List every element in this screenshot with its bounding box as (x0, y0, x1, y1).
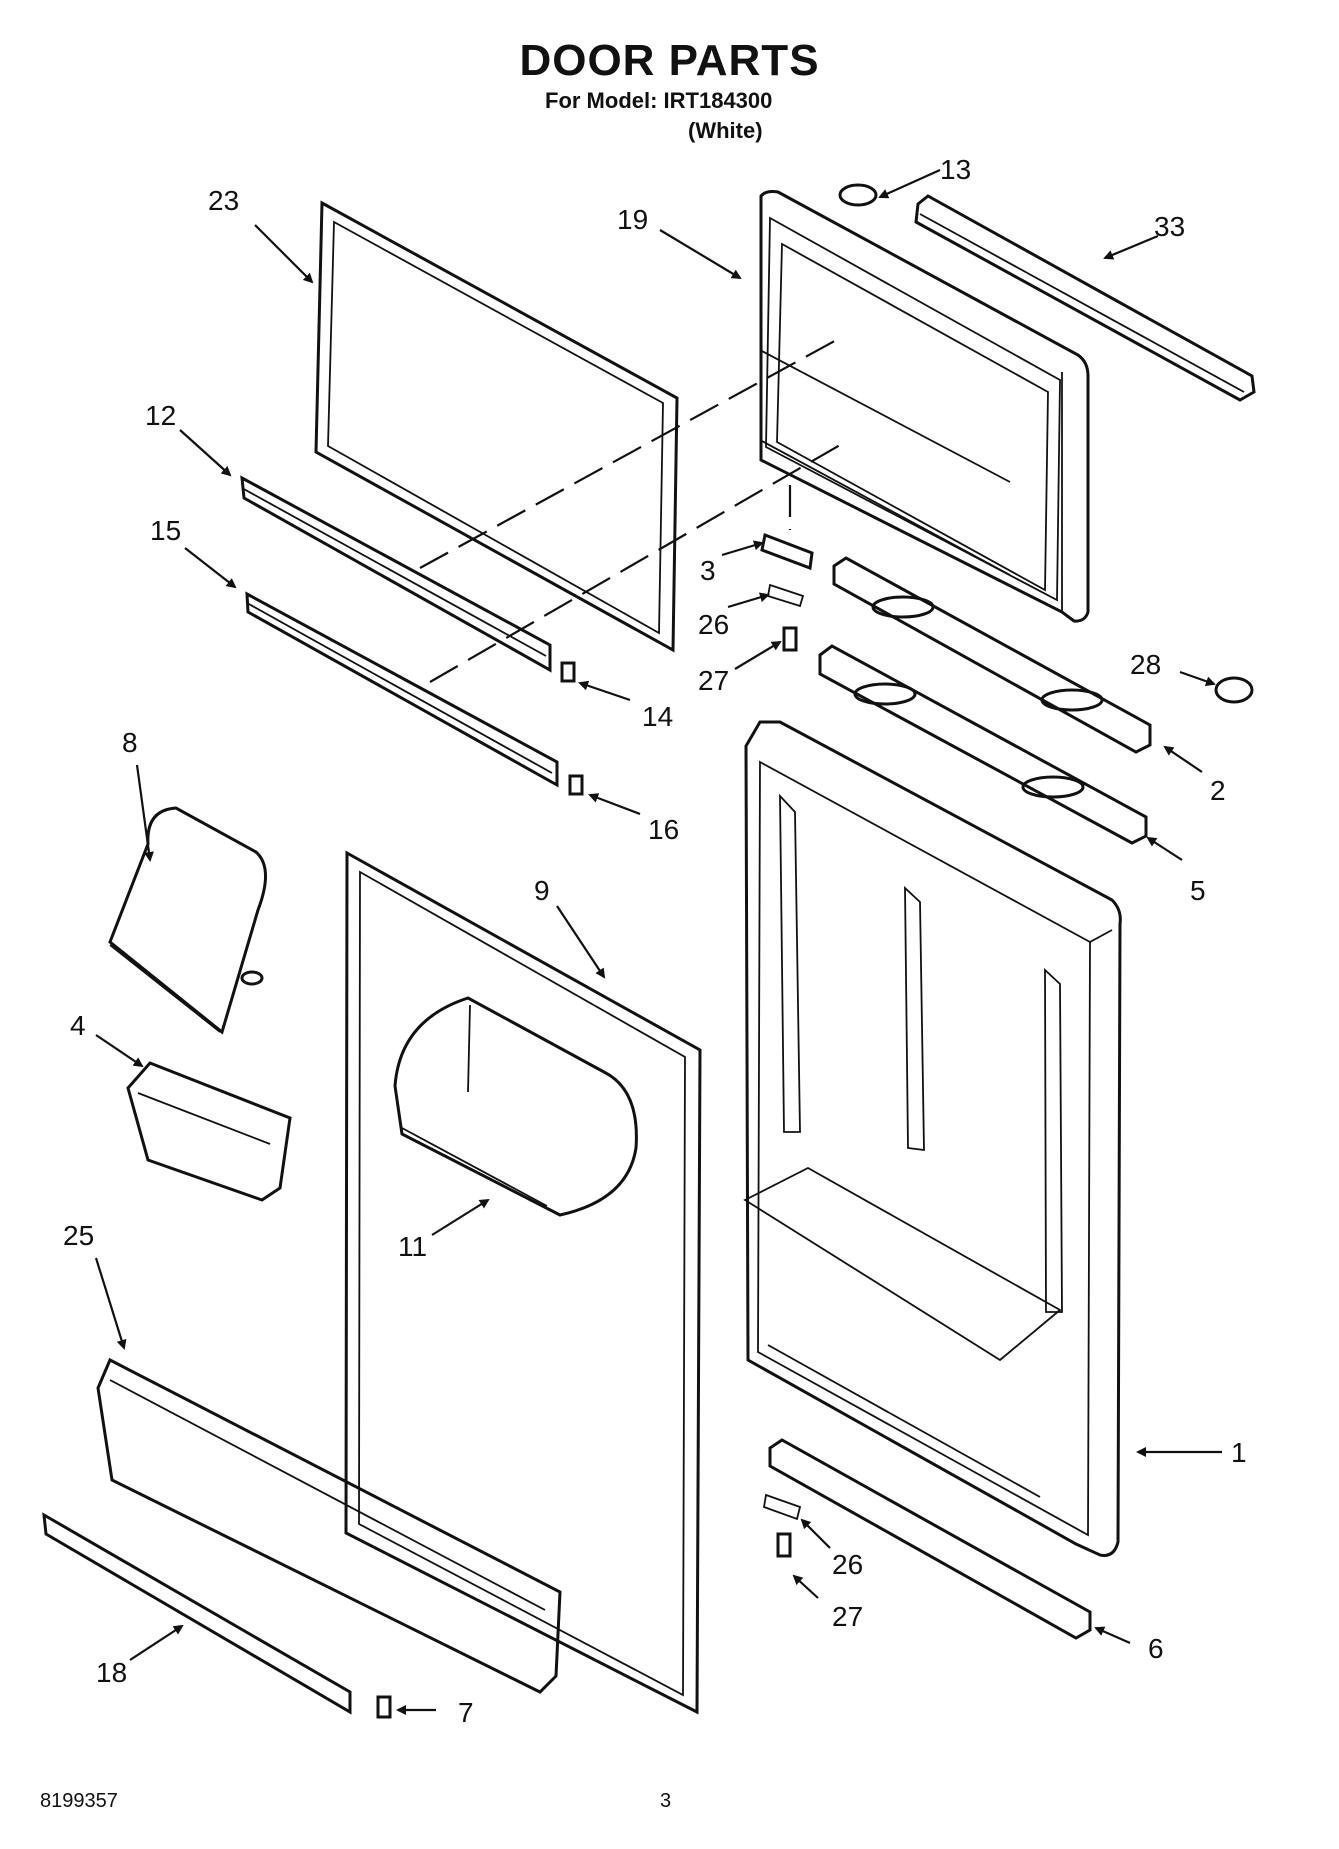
part-25-door-bin (96, 1357, 562, 1694)
part-26-shim-lower (762, 1493, 802, 1521)
callout-12: 12 (145, 400, 176, 431)
part-2-handle-trim (832, 556, 1152, 754)
part-16-end-cap (568, 774, 584, 796)
callout-13: 13 (940, 154, 971, 185)
callout-8: 8 (122, 727, 138, 758)
callout-33: 33 (1154, 211, 1185, 242)
part-14-end-cap (560, 661, 576, 683)
part-27-screw-upper (782, 626, 798, 652)
part-9-fresh-food-gasket (344, 850, 702, 1715)
part-19-freezer-door (759, 190, 1090, 623)
part-8-dairy-door (108, 806, 268, 1035)
callout-9: 9 (534, 875, 550, 906)
callout-14: 14 (642, 701, 673, 732)
doc-number: 8199357 (40, 1790, 118, 1812)
callout-27-upper: 27 (698, 665, 729, 696)
part-11-shelf-bin (393, 996, 638, 1217)
callout-6: 6 (1148, 1633, 1164, 1664)
part-33-top-trim (914, 194, 1256, 402)
part-6-bottom-trim (768, 1438, 1092, 1640)
model-number: For Model: IRT184300 (545, 88, 773, 113)
part-26-shim-upper (766, 583, 805, 608)
callout-25: 25 (63, 1220, 94, 1251)
assembly-lines (419, 337, 841, 683)
part-12-retainer-strip (240, 475, 552, 673)
part-13-plug (838, 183, 878, 207)
part-3-hinge (760, 532, 814, 571)
callout-4: 4 (70, 1010, 86, 1041)
leader-arrows (94, 168, 1222, 1715)
callout-15: 15 (150, 515, 181, 546)
part-18-retainer-strip (42, 1512, 352, 1715)
callout-23: 23 (208, 185, 239, 216)
callout-labels: 23 19 13 33 12 15 3 26 27 28 14 16 8 2 5… (63, 154, 1247, 1728)
callout-26-upper: 26 (698, 609, 729, 640)
callout-1: 1 (1231, 1437, 1247, 1468)
part-7-end-cap (376, 1695, 392, 1719)
callout-27-lower: 27 (832, 1601, 863, 1632)
part-27-screw-lower (776, 1532, 792, 1558)
callout-28: 28 (1130, 649, 1161, 680)
callout-18: 18 (96, 1657, 127, 1688)
part-28-plug (1214, 676, 1254, 704)
callout-2: 2 (1210, 775, 1226, 806)
part-23-freezer-gasket (314, 200, 679, 653)
part-15-retainer-strip (245, 591, 559, 788)
part-4-small-bin (126, 1061, 292, 1202)
callout-19: 19 (617, 204, 648, 235)
part-1-fresh-food-door (743, 720, 1122, 1557)
page-title: DOOR PARTS (519, 36, 820, 85)
callout-3: 3 (700, 555, 716, 586)
callout-16: 16 (648, 814, 679, 845)
callout-5: 5 (1190, 875, 1206, 906)
part-5-handle-trim (818, 644, 1148, 845)
callout-26-lower: 26 (832, 1549, 863, 1580)
callout-11: 11 (398, 1231, 427, 1262)
model-variant: (White) (688, 118, 763, 143)
callout-7: 7 (458, 1697, 474, 1728)
page-number: 3 (660, 1790, 672, 1812)
